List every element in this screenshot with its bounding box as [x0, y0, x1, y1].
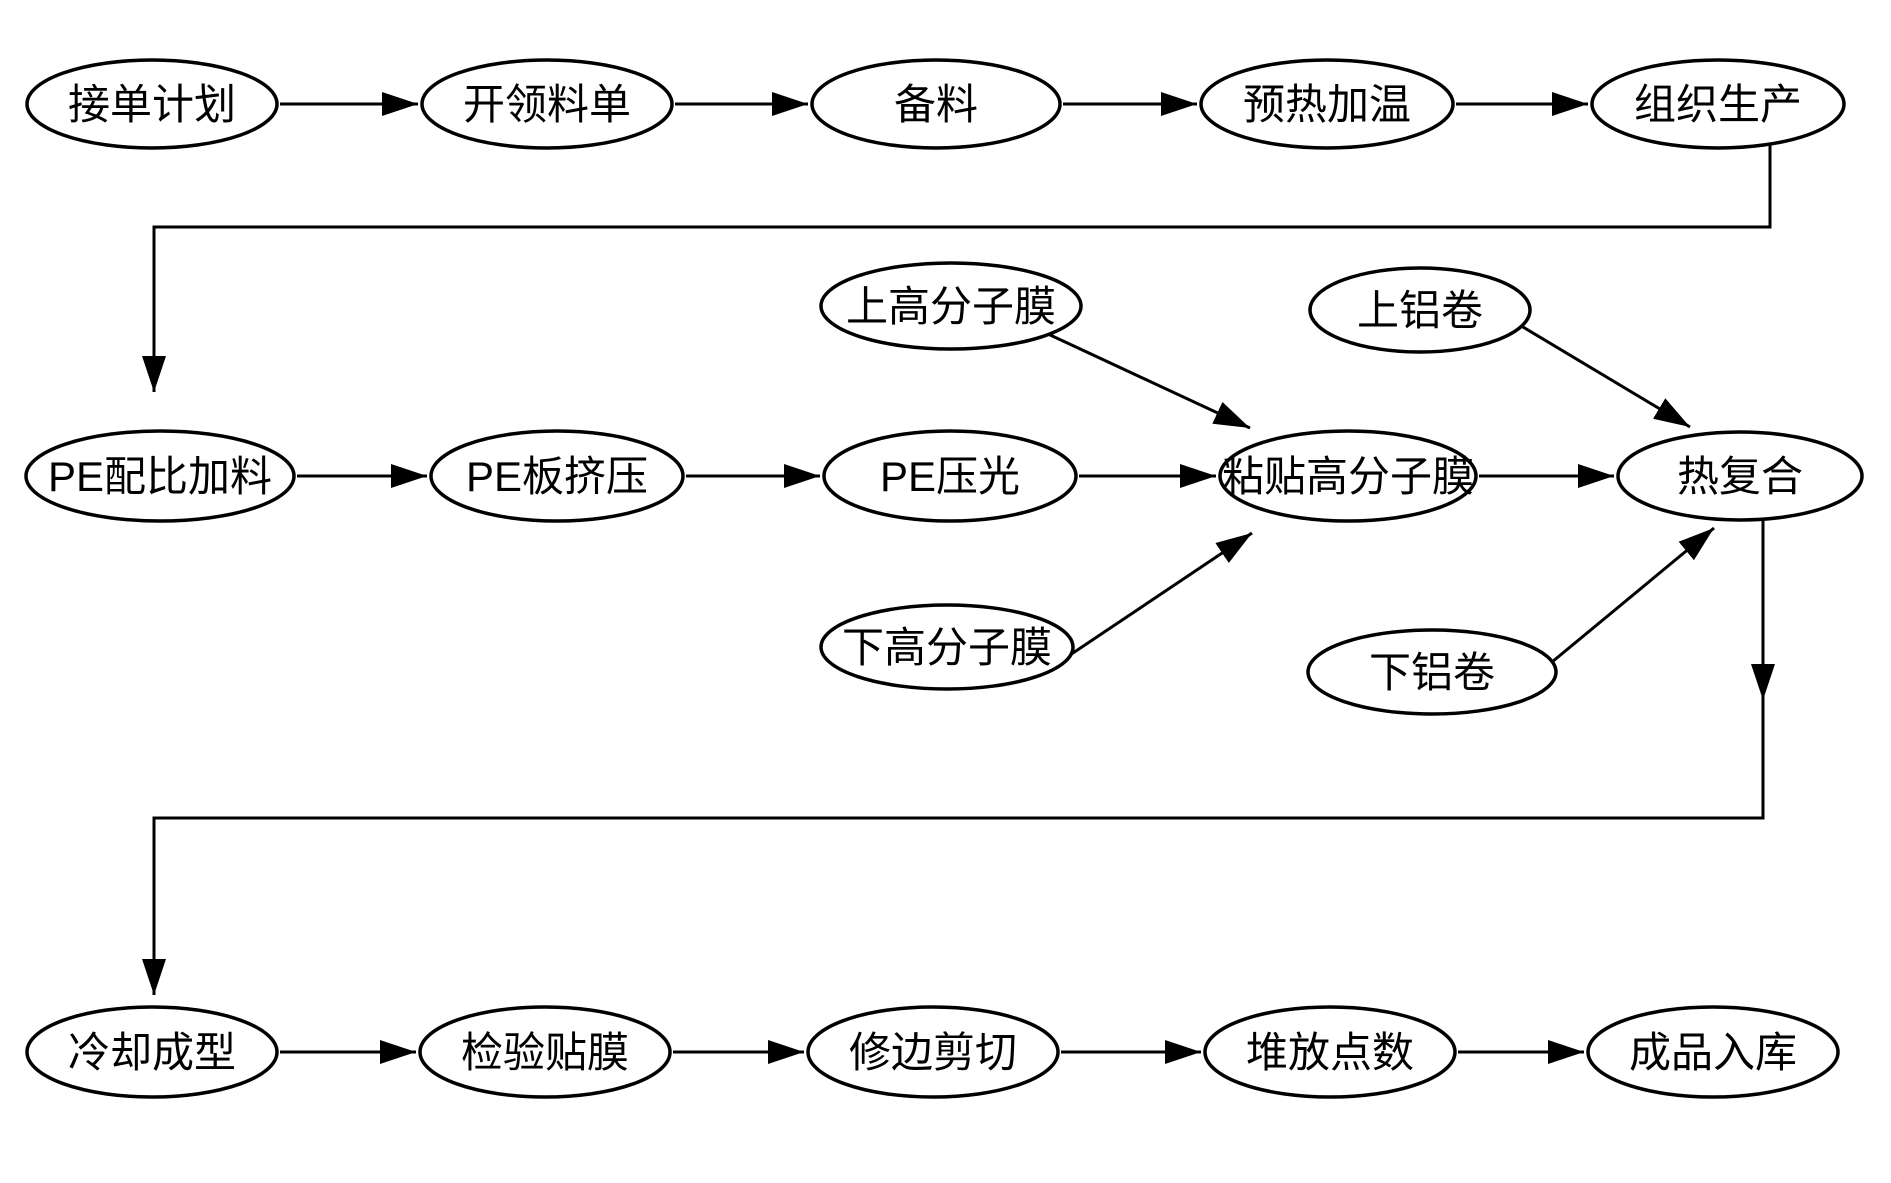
node-xia-lvjuan: 下铝卷: [1306, 628, 1558, 716]
node-beiliao: 备料: [810, 58, 1062, 150]
node-label-xiubian-jianqie: 修边剪切: [849, 1029, 1017, 1076]
node-label-yure-jiawen: 预热加温: [1243, 81, 1411, 128]
node-label-zuzhi-shengchan: 组织生产: [1634, 81, 1802, 128]
node-label-jiedan-jihua: 接单计划: [68, 81, 236, 128]
node-pe-ban-jiya: PE板挤压: [429, 429, 685, 523]
node-zuzhi-shengchan: 组织生产: [1590, 58, 1846, 150]
node-label-kai-lingliao-dan: 开领料单: [463, 81, 631, 128]
node-lengque-chengxing: 冷却成型: [25, 1005, 279, 1099]
node-kai-lingliao-dan: 开领料单: [420, 58, 674, 150]
node-ellipse-shang-gaofenzi-mo: [819, 261, 1083, 351]
node-shang-gaofenzi-mo: 上高分子膜: [819, 261, 1083, 351]
node-label-xia-gaofenzi-mo: 下高分子膜: [842, 624, 1052, 671]
node-label-pe-ban-jiya: PE板挤压: [466, 453, 648, 500]
node-duifang-dianshu: 堆放点数: [1203, 1005, 1457, 1099]
node-label-shang-gaofenzi-mo: 上高分子膜: [846, 283, 1056, 330]
node-ellipse-lengque-chengxing: [25, 1005, 279, 1099]
node-shang-lvjuan: 上铝卷: [1308, 266, 1532, 354]
node-ellipse-pe-ban-jiya: [429, 429, 685, 523]
node-xia-gaofenzi-mo: 下高分子膜: [819, 603, 1075, 691]
edge-zuzhi-shengchan-to-pe-peibi-jialiao: [142, 145, 1772, 392]
node-re-fuhe: 热复合: [1616, 430, 1864, 522]
edge-xia-lvjuan-to-re-fuhe: [1551, 526, 1715, 664]
node-chengpin-ruku: 成品入库: [1586, 1005, 1840, 1099]
node-label-zhantie-gaofenzi-mo: 粘贴高分子膜: [1222, 453, 1474, 500]
node-ellipse-pe-peibi-jialiao: [24, 429, 296, 523]
node-ellipse-xia-gaofenzi-mo: [819, 603, 1075, 691]
node-ellipse-xiubian-jianqie: [806, 1005, 1060, 1099]
node-ellipse-yure-jiawen: [1199, 58, 1455, 150]
node-zhantie-gaofenzi-mo: 粘贴高分子膜: [1218, 429, 1478, 523]
node-label-pe-yaguang: PE压光: [880, 453, 1020, 500]
node-jianyan-tiemo: 检验贴膜: [418, 1005, 672, 1099]
node-ellipse-zuzhi-shengchan: [1590, 58, 1846, 150]
node-ellipse-jiedan-jihua: [25, 58, 279, 150]
node-label-xia-lvjuan: 下铝卷: [1369, 649, 1495, 696]
edge-shang-lvjuan-to-re-fuhe: [1517, 322, 1691, 429]
node-xiubian-jianqie: 修边剪切: [806, 1005, 1060, 1099]
node-ellipse-jianyan-tiemo: [418, 1005, 672, 1099]
node-ellipse-chengpin-ruku: [1586, 1005, 1840, 1099]
node-label-duifang-dianshu: 堆放点数: [1246, 1029, 1414, 1076]
edge-re-fuhe-to-lengque-chengxing-seg2: [142, 700, 1765, 995]
node-label-beiliao: 备料: [894, 81, 978, 128]
edge-shang-gaofenzi-mo-to-zhantie-gaofenzi-mo: [1047, 332, 1251, 430]
node-pe-yaguang: PE压光: [822, 429, 1078, 523]
node-ellipse-beiliao: [810, 58, 1062, 150]
edge-xia-gaofenzi-mo-to-zhantie-gaofenzi-mo: [1069, 531, 1253, 657]
node-label-re-fuhe: 热复合: [1677, 453, 1803, 500]
node-ellipse-zhantie-gaofenzi-mo: [1218, 429, 1478, 523]
node-label-lengque-chengxing: 冷却成型: [68, 1029, 236, 1076]
node-jiedan-jihua: 接单计划: [25, 58, 279, 150]
node-ellipse-kai-lingliao-dan: [420, 58, 674, 150]
node-yure-jiawen: 预热加温: [1199, 58, 1455, 150]
node-ellipse-re-fuhe: [1616, 430, 1864, 522]
node-pe-peibi-jialiao: PE配比加料: [24, 429, 296, 523]
node-ellipse-shang-lvjuan: [1308, 266, 1532, 354]
node-label-jianyan-tiemo: 检验贴膜: [461, 1029, 629, 1076]
node-label-chengpin-ruku: 成品入库: [1629, 1029, 1797, 1076]
node-label-shang-lvjuan: 上铝卷: [1357, 287, 1483, 334]
node-ellipse-xia-lvjuan: [1306, 628, 1558, 716]
edges-layer: [142, 92, 1775, 1064]
node-ellipse-duifang-dianshu: [1203, 1005, 1457, 1099]
node-label-pe-peibi-jialiao: PE配比加料: [48, 453, 272, 500]
node-ellipse-pe-yaguang: [822, 429, 1078, 523]
